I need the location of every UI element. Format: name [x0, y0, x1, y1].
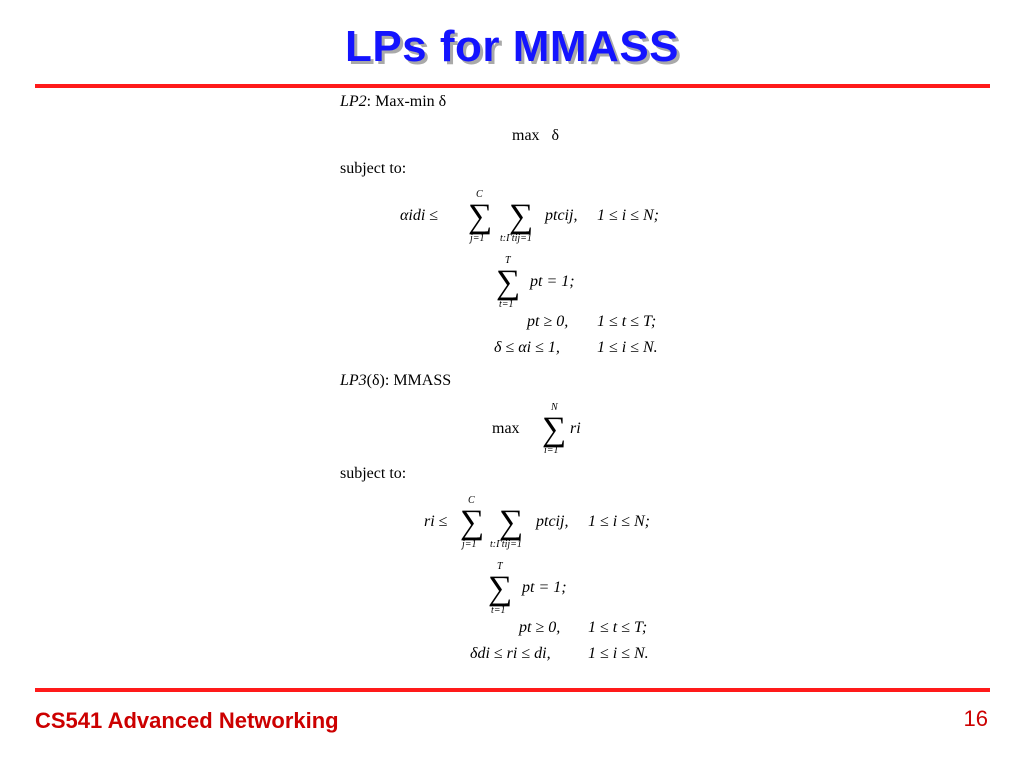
lp3-c1-term: ptcij,	[536, 513, 569, 530]
lp2-heading-name: LP2	[340, 93, 367, 110]
lp2-c3-range: 1 ≤ t ≤ T;	[597, 313, 657, 330]
lp3-c1-lhs: ri ≤	[424, 513, 448, 530]
lp2-c1-range: 1 ≤ i ≤ N;	[597, 207, 660, 224]
lp3-objective-max: max	[492, 420, 520, 437]
footer-course-title: CS541 Advanced Networking	[35, 708, 339, 733]
title-divider	[35, 84, 990, 88]
lp2-subject-to: subject to:	[340, 160, 407, 177]
footer-divider	[35, 688, 990, 692]
lp3-c1-sum2-symbol: ∑	[499, 504, 524, 541]
lp3-c3: pt ≥ 0,	[519, 619, 561, 636]
lp3-c2-term: pt = 1;	[522, 579, 567, 596]
lp2-c1-sum-symbol: ∑	[468, 198, 493, 235]
lp2-c1-lhs: αidi ≤	[400, 207, 439, 224]
lp3-c2-sum-bottom: t=1	[491, 605, 506, 616]
lp3-c1-sum-top: C	[468, 495, 475, 506]
lp2-c2-term: pt = 1;	[530, 273, 575, 290]
lp3-heading: LP3(δ): MMASS	[340, 373, 451, 389]
lp3-objective-sum-top: N	[551, 402, 558, 413]
slide-title: LPs for MMASS	[344, 22, 680, 71]
lp2-c2-sum-bottom: t=1	[499, 299, 514, 310]
lp2-c2-sum-top: T	[505, 255, 511, 266]
lp2-c1-sum2-symbol: ∑	[509, 198, 534, 235]
lp2-c1-sum2-bottom: t:Γtij=1	[500, 233, 532, 244]
lp3-c2-sum-symbol: ∑	[488, 570, 513, 607]
lp2-c3: pt ≥ 0,	[527, 313, 569, 330]
lp2-c1-sum-top: C	[476, 189, 483, 200]
lp2-c1-sum-bottom: j=1	[470, 233, 485, 244]
lp2-heading-suffix: : Max-min δ	[366, 93, 447, 110]
lp3-heading-suffix: (δ): MMASS	[366, 372, 452, 389]
lp3-c4: δdi ≤ ri ≤ di,	[470, 645, 551, 662]
lp3-c1-sum-symbol: ∑	[460, 504, 485, 541]
lp2-c4-range: 1 ≤ i ≤ N.	[597, 339, 658, 356]
lp3-c1-sum2-bottom: t:Γtij=1	[490, 539, 522, 550]
lp3-objective-term: ri	[570, 420, 581, 437]
lp3-subject-to: subject to:	[340, 465, 407, 482]
lp2-heading: LP2: Max-min δ	[340, 94, 446, 110]
lp3-objective-sum-bottom: i=1	[544, 445, 559, 456]
lp2-c1-term: ptcij,	[545, 207, 578, 224]
lp3-c1-sum-bottom: j=1	[462, 539, 477, 550]
page-number: 16	[963, 706, 988, 731]
lp3-c2-sum-top: T	[497, 561, 503, 572]
lp3-c1-range: 1 ≤ i ≤ N;	[588, 513, 651, 530]
lp3-c3-range: 1 ≤ t ≤ T;	[588, 619, 648, 636]
lp3-objective-sum-symbol: ∑	[542, 411, 567, 448]
lp2-c2-sum-symbol: ∑	[496, 264, 521, 301]
lp2-objective: max δ	[512, 127, 560, 144]
lp3-heading-name: LP3	[340, 372, 367, 389]
lp2-c4: δ ≤ αi ≤ 1,	[494, 339, 560, 356]
lp3-c4-range: 1 ≤ i ≤ N.	[588, 645, 649, 662]
